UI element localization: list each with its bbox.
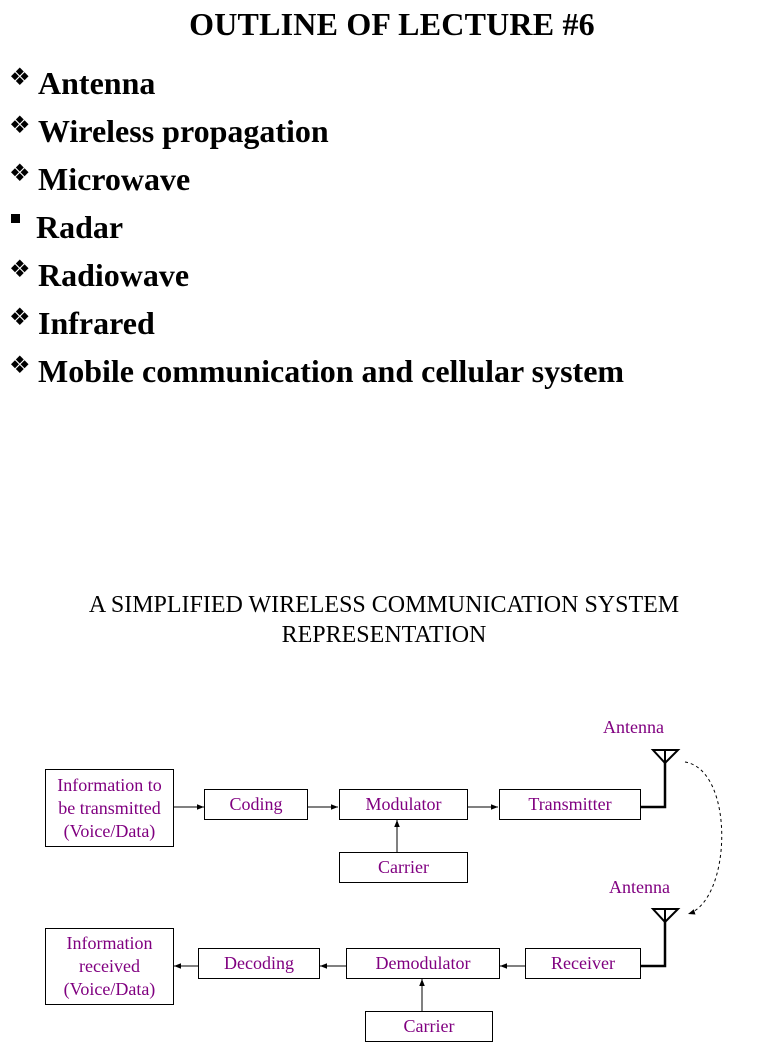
diamond-bullet-icon: ❖ [9, 353, 31, 379]
outline-item: ❖ Antenna [9, 63, 624, 111]
diamond-bullet-icon: ❖ [9, 257, 31, 283]
outline-item-label: Wireless propagation [38, 113, 329, 149]
diamond-bullet-icon: ❖ [9, 305, 31, 331]
transmit-antenna-icon [650, 749, 681, 765]
diamond-bullet-icon: ❖ [9, 161, 31, 187]
diagram-title-line: REPRESENTATION [281, 622, 487, 648]
outline-item: ❖ Radiowave [9, 255, 624, 303]
decoding-block: Decoding [198, 948, 320, 979]
outline-item: ❖ Microwave [9, 159, 624, 207]
coding-block: Coding [204, 789, 308, 820]
transmitter-to-antenna-line [641, 762, 667, 809]
information-sink-block: Information received (Voice/Data) [45, 928, 174, 1005]
diamond-bullet-icon: ❖ [9, 65, 31, 91]
outline-item-label: Microwave [38, 161, 191, 197]
outline-item-label: Mobile communication and cellular system [38, 353, 625, 389]
outline-item-label: Infrared [38, 305, 155, 341]
receive-antenna-icon [650, 908, 681, 924]
outline-item-label: Antenna [38, 65, 156, 101]
outline-item: ❖ Infrared [9, 303, 624, 351]
diagram-title-line: A SIMPLIFIED WIRELESS COMMUNICATION SYST… [88, 592, 680, 618]
transmitter-block: Transmitter [499, 789, 641, 820]
block-text-line: be transmitted [58, 797, 161, 818]
outline-item-label: Radar [36, 209, 124, 245]
page-title: OUTLINE OF LECTURE #6 [189, 6, 595, 42]
outline-item: ❖ Wireless propagation [9, 111, 624, 159]
diagram-title: A SIMPLIFIED WIRELESS COMMUNICATION SYST… [0, 590, 768, 650]
carrier-block: Carrier [339, 852, 468, 883]
lecture-outline-list: ❖ Antenna ❖ Wireless propagation ❖ Micro… [9, 63, 624, 399]
receive-antenna-label: Antenna [609, 877, 670, 897]
diamond-bullet-icon: ❖ [9, 113, 31, 139]
block-text-line: Information [66, 933, 153, 953]
receiver-block: Receiver [525, 948, 641, 979]
receive-carrier-block: Carrier [365, 1011, 493, 1042]
block-text-line: (Voice/Data) [63, 979, 156, 999]
outline-item-label: Radiowave [38, 257, 190, 293]
outline-item: ❖ Mobile communication and cellular syst… [9, 351, 624, 399]
transmit-antenna-label: Antenna [603, 717, 664, 737]
antenna-to-receiver-line [641, 922, 667, 968]
block-text-line: received [79, 956, 140, 976]
outline-item: Radar [9, 207, 624, 255]
demodulator-block: Demodulator [346, 948, 500, 979]
modulator-block: Modulator [339, 789, 468, 820]
information-source-block: Information to be transmitted (Voice/Dat… [45, 769, 174, 847]
block-text-line: (Voice/Data) [63, 820, 156, 841]
block-text-line: Information to [57, 774, 162, 795]
wireless-link-curve [684, 761, 723, 915]
